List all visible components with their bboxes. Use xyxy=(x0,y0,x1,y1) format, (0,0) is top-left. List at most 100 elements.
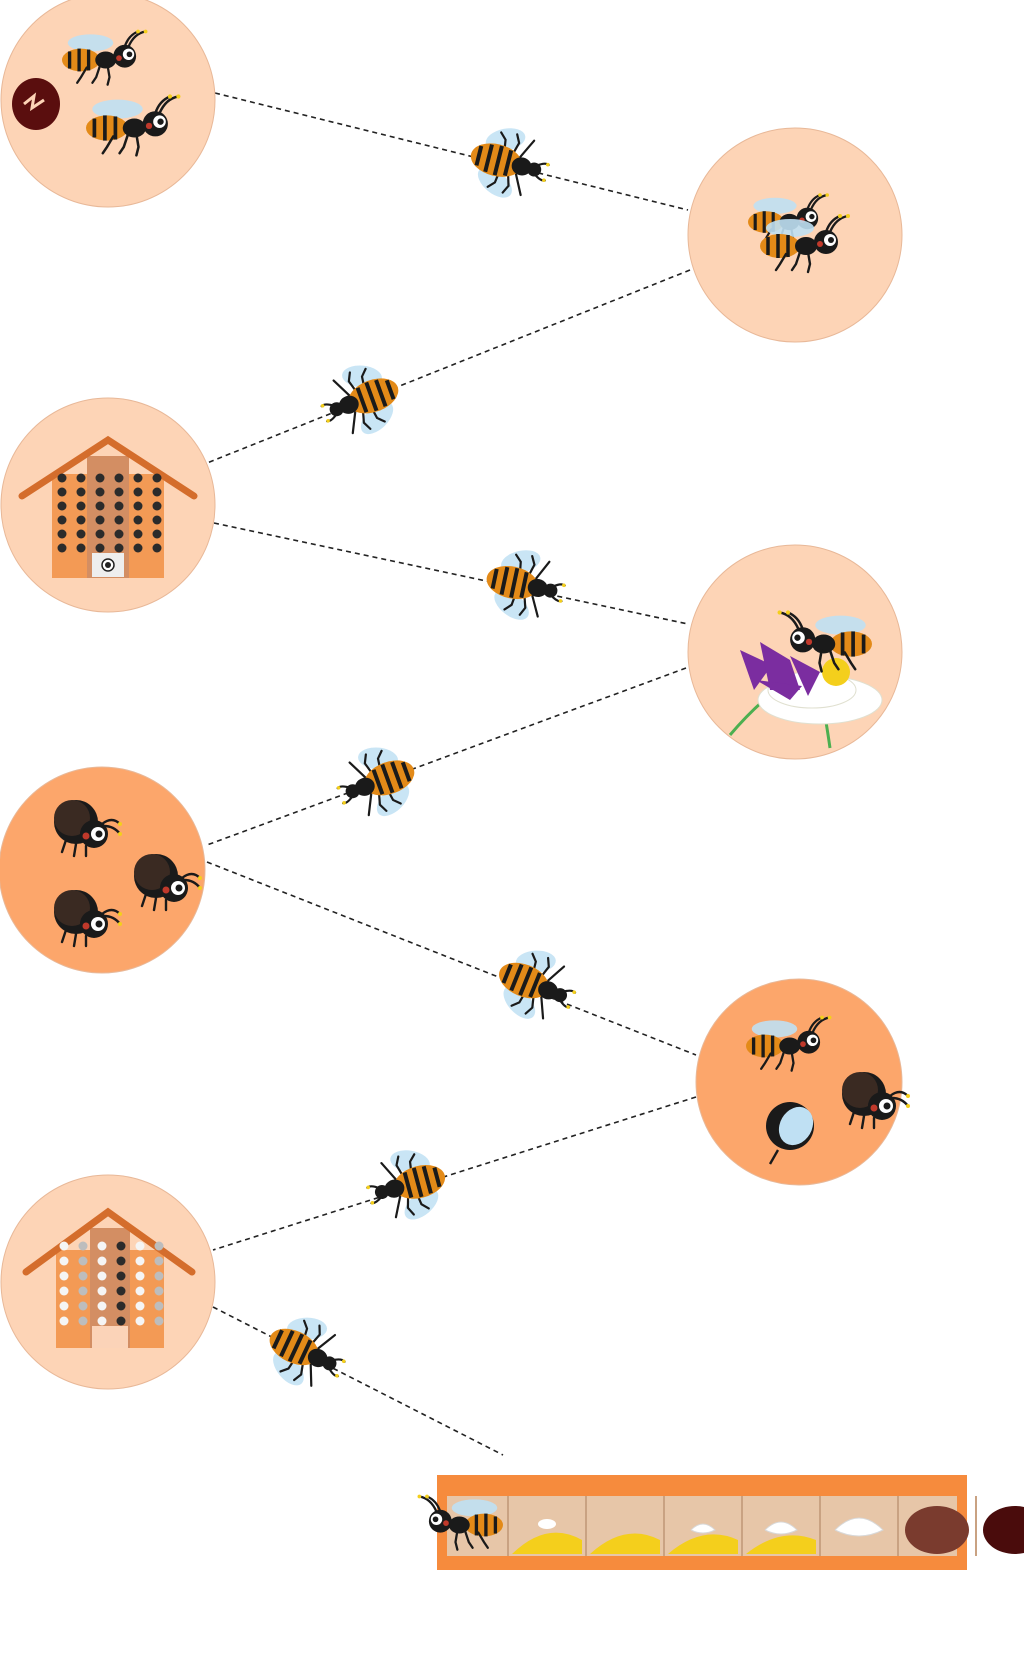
nest-hole xyxy=(152,501,162,511)
flying-bee-icon xyxy=(482,931,590,1040)
nest-hole xyxy=(95,501,105,511)
nest-hole xyxy=(76,515,86,525)
nest-hole xyxy=(116,1271,126,1281)
nest-hole xyxy=(95,529,105,539)
nest-cell-feeding-larva xyxy=(741,1496,816,1556)
nest-hole xyxy=(135,1286,145,1296)
nest-hole xyxy=(97,1271,107,1281)
nest-hole xyxy=(154,1271,164,1281)
nest-hole xyxy=(116,1316,126,1326)
flying-bee-icon xyxy=(356,1134,458,1237)
nest-hole xyxy=(95,487,105,497)
stage-emergence xyxy=(0,0,216,208)
nest-hole xyxy=(57,501,67,511)
flower-icon xyxy=(728,642,883,749)
nest-hole xyxy=(95,543,105,553)
nest-hole xyxy=(152,473,162,483)
stage-foraging xyxy=(687,544,903,760)
nest-cell-dark-cocoon xyxy=(975,1496,1024,1556)
nest-hole xyxy=(57,515,67,525)
nest-hole xyxy=(114,529,124,539)
nest-hole xyxy=(76,487,86,497)
nest-hole xyxy=(97,1316,107,1326)
nest-hole xyxy=(154,1286,164,1296)
nest-hole xyxy=(152,529,162,539)
nest-hole xyxy=(114,543,124,553)
nest-hole xyxy=(116,1241,126,1251)
nest-hole xyxy=(133,529,143,539)
nest-hole xyxy=(133,487,143,497)
nest-cell-mature-larva xyxy=(819,1496,884,1556)
nest-hole xyxy=(97,1256,107,1266)
flying-bee-icon xyxy=(459,112,560,215)
nest-hole xyxy=(59,1271,69,1281)
nest-hole xyxy=(59,1316,69,1326)
nest-hole xyxy=(135,1271,145,1281)
nest-hole xyxy=(78,1286,88,1296)
nest-hole xyxy=(59,1286,69,1296)
empty-cocoon-icon xyxy=(12,78,60,130)
nest-hole xyxy=(59,1256,69,1266)
nest-hole xyxy=(57,529,67,539)
nest-hole xyxy=(135,1301,145,1311)
nest-hole xyxy=(114,515,124,525)
nest-hole xyxy=(133,501,143,511)
nest-hole xyxy=(57,473,67,483)
nest-hole xyxy=(133,543,143,553)
nest-hole xyxy=(59,1301,69,1311)
stage-early-emergence xyxy=(0,766,206,974)
nest-hole xyxy=(78,1256,88,1266)
nest-cell-young-larva xyxy=(663,1496,738,1556)
flying-bee-icon xyxy=(307,347,414,454)
nest-hole xyxy=(114,473,124,483)
flying-bee-icon xyxy=(323,729,430,836)
stage-nest-search xyxy=(0,397,216,613)
nest-hole xyxy=(57,487,67,497)
hatching-bee-icon xyxy=(766,1102,814,1165)
nest-hole xyxy=(133,515,143,525)
nest-hole xyxy=(116,1256,126,1266)
nest-hole xyxy=(76,529,86,539)
nest-cell-bee-egg xyxy=(507,1496,582,1556)
nest-hole xyxy=(59,1241,69,1251)
nest-hole xyxy=(114,487,124,497)
nest-hole xyxy=(154,1256,164,1266)
stage-mating xyxy=(687,127,903,343)
nest-cells xyxy=(507,1496,1024,1556)
nest-hole xyxy=(154,1316,164,1326)
bee-house-icon xyxy=(18,435,198,578)
filled-bee-house-icon xyxy=(22,1207,196,1348)
nest-hole xyxy=(135,1256,145,1266)
nest-hole xyxy=(116,1301,126,1311)
nest-hole xyxy=(154,1241,164,1251)
nest-hole xyxy=(78,1316,88,1326)
dashed-path xyxy=(206,92,697,1456)
stage-brood-development xyxy=(415,1475,1024,1570)
nest-cell-pollen-loaf xyxy=(585,1496,660,1556)
nest-hole xyxy=(135,1316,145,1326)
stage-female-emergence xyxy=(695,978,912,1186)
nest-hole xyxy=(95,473,105,483)
nest-hole xyxy=(78,1271,88,1281)
nest-hole xyxy=(78,1301,88,1311)
nest-hole xyxy=(95,515,105,525)
nest-hole xyxy=(97,1286,107,1296)
nest-cell-cocoon xyxy=(897,1496,969,1556)
nest-hole xyxy=(135,1241,145,1251)
nest-hole xyxy=(76,473,86,483)
nest-hole xyxy=(97,1241,107,1251)
nest-hole xyxy=(114,501,124,511)
nest-hole xyxy=(152,487,162,497)
nest-hole xyxy=(133,473,143,483)
stage-nesting xyxy=(0,1174,216,1390)
flying-bees xyxy=(251,112,590,1408)
nest-hole xyxy=(76,501,86,511)
flying-bee-icon xyxy=(251,1297,362,1408)
flying-bee-icon xyxy=(476,535,575,636)
nest-hole xyxy=(152,543,162,553)
nest-hole xyxy=(97,1301,107,1311)
nest-hole xyxy=(154,1301,164,1311)
nest-hole xyxy=(116,1286,126,1296)
nest-hole xyxy=(78,1241,88,1251)
